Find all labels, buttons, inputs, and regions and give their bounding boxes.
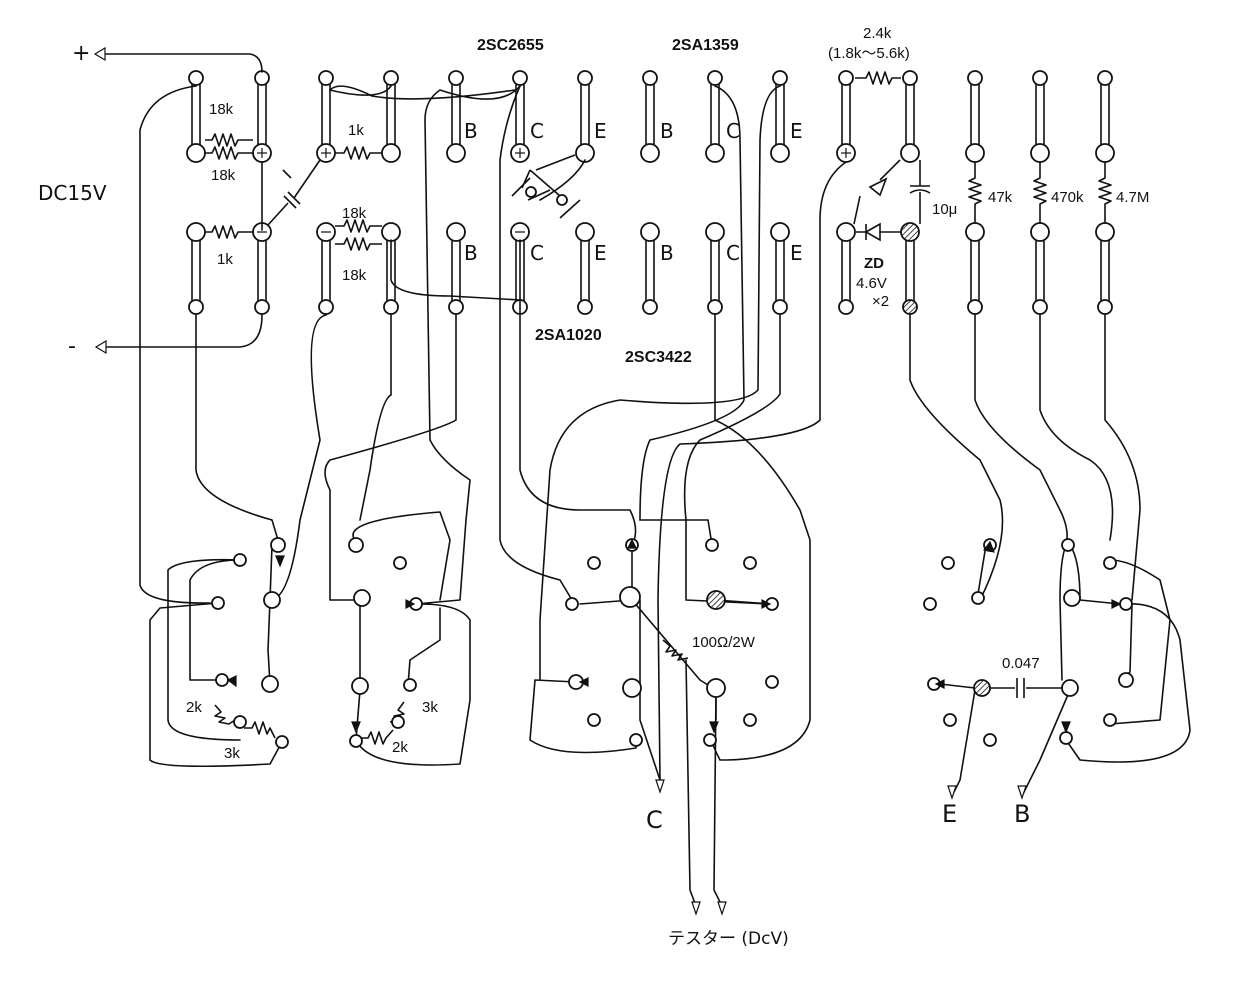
resistor-label-4-7m: 4.7M [1116,189,1149,206]
switch-pads [211,537,1134,749]
resistor-label-470k: 470k [1051,189,1084,206]
tester-label: テスター (DcV) [668,929,789,949]
resistor-label-18k-top: 18k [209,101,234,118]
output-label-b: B [1014,800,1030,828]
pin-label: C [530,119,544,143]
component-resistors [205,71,1112,745]
resistor-label-18k-b2: 18k [342,267,367,284]
resistor-label-3k-left: 3k [224,745,240,762]
lug-pads [186,70,1115,315]
resistor-label-2k-right: 2k [392,739,408,756]
resistor-label-1k-bottom: 1k [217,251,233,268]
pin-label: E [790,119,803,143]
resistor-label-47k: 47k [988,189,1013,206]
pin-label: C [530,241,544,265]
arrows [93,46,1122,916]
pin-label: E [594,119,607,143]
pin-label: E [594,241,607,265]
capacitor-label-0047: 0.047 [1002,655,1040,672]
pin-label: C [726,119,740,143]
transistor-label-3: 2SA1020 [535,327,602,344]
terminal-strip [186,70,1115,315]
upper-lug-bars [191,77,1110,153]
resistor-label-18k-b1: 18k [342,205,367,222]
output-label-e: E [942,800,957,828]
resistor-label-2-4k: 2.4k [863,25,892,42]
resistor-range-label: (1.8k～5.6k) [828,45,910,62]
output-label-c: C [646,806,663,834]
pin-label: E [790,241,803,265]
resistor-label-1k-top: 1k [348,122,364,139]
transistor-label-2: 2SA1359 [672,37,739,54]
zener-count-label: ×2 [872,293,889,310]
pin-label: B [660,241,674,265]
resistor-label-3k-right: 3k [422,699,438,716]
zener-voltage-label: 4.6V [856,275,887,292]
zener-label: ZD [864,255,884,272]
transistor-label-4: 2SC3422 [625,349,692,366]
pin-label: B [464,119,478,143]
transistor-label-1: 2SC2655 [477,37,544,54]
supply-label: DC15V [38,181,107,205]
capacitors-and-diodes [267,154,1062,698]
resistor-label-2k-left: 2k [186,699,202,716]
diagram-text: + - DC15V 2SC2655 2SA1359 2SA1020 2SC342… [38,25,1149,949]
resistor-label-100r: 100Ω/2W [692,634,756,651]
polarity-marks [257,148,851,233]
capacitor-label-10u: 10μ [932,201,957,218]
resistor-label-18k-mid: 18k [211,167,236,184]
lower-lug-bars [191,231,1110,307]
pin-label: B [464,241,478,265]
wires [99,53,1191,907]
pin-label: B [660,119,674,143]
minus-label: - [68,334,76,359]
plus-label: + [72,41,90,66]
pin-label: C [726,241,740,265]
